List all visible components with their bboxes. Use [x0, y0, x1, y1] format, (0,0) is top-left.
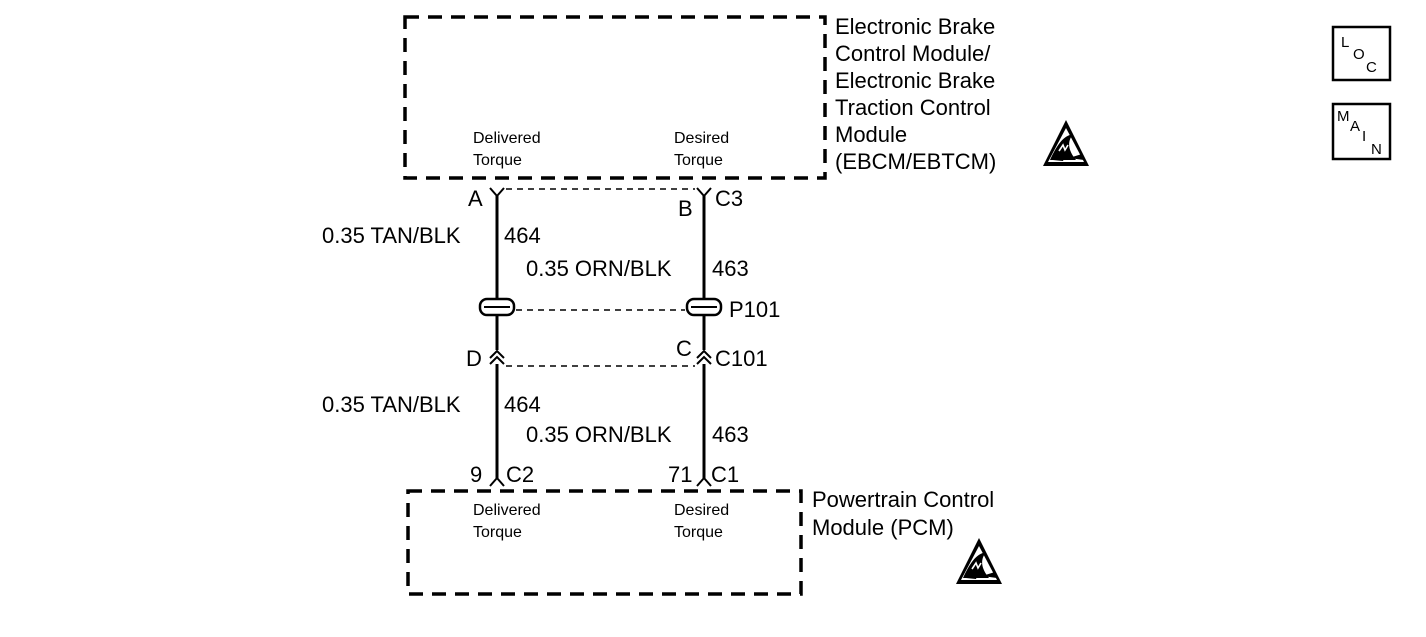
pcm-title-line: Module (PCM): [812, 515, 954, 540]
pcm-terminal-9-label: 9: [470, 462, 482, 487]
pcm-connector-c2-label: C2: [506, 462, 534, 487]
loc-icon[interactable]: L O C: [1331, 25, 1392, 82]
pcm-terminal-71-label: 71: [668, 462, 692, 487]
main-icon-letter: A: [1350, 118, 1360, 135]
ebcm-terminal-a: [489, 187, 505, 198]
ebcm-pin-label-desired: Desired: [674, 130, 729, 147]
ebcm-pin-label-delivered-torque: Torque: [473, 152, 522, 169]
c101-terminal-c: [696, 349, 712, 365]
ebcm-title-line: Electronic Brake: [835, 14, 995, 39]
pcm-module-outline: [406, 489, 803, 596]
loc-icon-letter: O: [1353, 46, 1365, 63]
ebcm-module-outline: [403, 15, 827, 180]
wire-464-upper-spec: 0.35 TAN/BLK: [322, 223, 461, 248]
esd-warning-icon: [1042, 119, 1090, 167]
pcm-pin-label-delivered: Delivered: [473, 502, 541, 519]
pcm-pin-label-desired: Desired: [674, 502, 729, 519]
esd-warning-icon: [955, 537, 1003, 585]
main-icon-letter: I: [1362, 128, 1366, 145]
main-icon-letter: N: [1371, 141, 1382, 158]
ebcm-connector-label: C3: [715, 186, 743, 211]
pcm-title-line: Powertrain Control: [812, 487, 994, 512]
wire-464-upper-circuit: 464: [504, 223, 541, 248]
wire-463-lower-circuit: 463: [712, 422, 749, 447]
ebcm-pin-label-desired-torque: Torque: [674, 152, 723, 169]
ebcm-title-line: Module: [835, 122, 907, 147]
loc-icon-letter: C: [1366, 59, 1377, 76]
loc-icon-letter: L: [1341, 34, 1349, 51]
pass-through-grommet-right: [685, 297, 723, 317]
main-icon-letter: M: [1337, 108, 1350, 125]
wire-463-upper-spec: 0.35 ORN/BLK: [526, 256, 672, 281]
pcm-pin-label-delivered-torque: Torque: [473, 524, 522, 541]
ebcm-pin-label-delivered: Delivered: [473, 130, 541, 147]
ebcm-title: Electronic Brake Control Module/ Electro…: [835, 14, 996, 174]
c101-terminal-c-label: C: [676, 336, 692, 361]
pcm-terminal-71: [696, 476, 712, 487]
pass-through-grommet-left: [478, 297, 516, 317]
ebcm-title-line: Traction Control: [835, 95, 991, 120]
ebcm-title-line: Electronic Brake: [835, 68, 995, 93]
wire-464-lower-circuit: 464: [504, 392, 541, 417]
wire-463-lower-spec: 0.35 ORN/BLK: [526, 422, 672, 447]
c101-connector-label: C101: [715, 346, 768, 371]
ebcm-title-line: Control Module/: [835, 41, 991, 66]
ebcm-terminal-b: [696, 187, 712, 198]
ebcm-terminal-a-label: A: [468, 186, 483, 211]
main-icon[interactable]: M A I N: [1331, 102, 1392, 161]
pcm-connector-c1-label: C1: [711, 462, 739, 487]
ebcm-title-line: (EBCM/EBTCM): [835, 149, 996, 174]
wire-464-lower-spec: 0.35 TAN/BLK: [322, 392, 461, 417]
wire-463-upper-circuit: 463: [712, 256, 749, 281]
c101-terminal-d: [489, 349, 505, 365]
pcm-terminal-9: [489, 476, 505, 487]
ebcm-terminal-b-label: B: [678, 196, 693, 221]
pass-through-label: P101: [729, 297, 780, 322]
pcm-pin-label-desired-torque: Torque: [674, 524, 723, 541]
c101-terminal-d-label: D: [466, 346, 482, 371]
